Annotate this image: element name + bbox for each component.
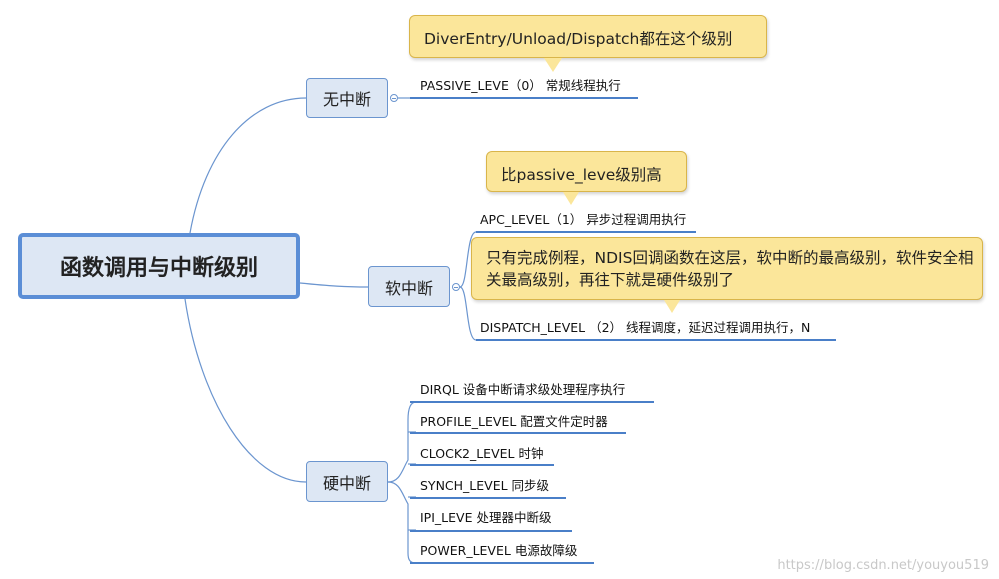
callout-text: DiverEntry/Unload/Dispatch都在这个级别 xyxy=(424,30,733,48)
item-label: POWER_LEVEL 电源故障级 xyxy=(420,543,578,558)
link-soft-item-1 xyxy=(459,231,477,288)
item-underline xyxy=(410,97,638,99)
item-label: DIRQL 设备中断请求级处理程序执行 xyxy=(420,382,626,397)
branch-hard-interrupt[interactable]: 硬中断 xyxy=(306,461,388,502)
branch-soft-interrupt[interactable]: 软中断 xyxy=(368,266,450,307)
item-underline xyxy=(476,339,836,341)
callout-tail xyxy=(563,192,579,205)
root-node[interactable]: 函数调用与中断级别 xyxy=(18,233,300,299)
item-apc-level[interactable]: APC_LEVEL（1） 异步过程调用执行 xyxy=(480,213,686,227)
branch-label: 无中断 xyxy=(322,90,371,109)
callout-apc-note: 比passive_leve级别高 xyxy=(486,151,687,205)
collapse-toggle-soft-interrupt[interactable] xyxy=(452,283,460,291)
item-power-level[interactable]: POWER_LEVEL 电源故障级 xyxy=(420,544,577,558)
item-ipi-leve[interactable]: IPI_LEVE 处理器中断级 xyxy=(420,511,551,525)
branch-label: 软中断 xyxy=(384,278,433,298)
item-synch-level[interactable]: SYNCH_LEVEL 同步级 xyxy=(420,479,549,493)
item-label: DISPATCH_LEVEL （2） 线程调度，延迟过程调用执行，N xyxy=(480,320,811,335)
link-root-hard-interrupt xyxy=(184,298,307,483)
link-hard-items-spine-down xyxy=(387,481,417,564)
item-dispatch-level[interactable]: DISPATCH_LEVEL （2） 线程调度，延迟过程调用执行，N xyxy=(480,321,810,335)
item-label: APC_LEVEL（1） 异步过程调用执行 xyxy=(480,212,687,227)
branch-no-interrupt[interactable]: 无中断 xyxy=(306,78,388,118)
link-root-soft-interrupt xyxy=(299,282,369,288)
item-clock2-level[interactable]: CLOCK2_LEVEL 时钟 xyxy=(420,447,543,461)
item-underline xyxy=(410,562,594,564)
callout-text: 比passive_leve级别高 xyxy=(501,166,662,184)
callout-tail xyxy=(664,300,680,313)
item-underline xyxy=(410,464,554,466)
callout-dispatch-note: 只有完成例程，NDIS回调函数在这层，软中断的最高级别，软件安全相关最高级别，再… xyxy=(471,237,983,313)
item-label: PASSIVE_LEVE（0） 常规线程执行 xyxy=(420,78,621,93)
item-underline xyxy=(476,231,696,233)
item-label: SYNCH_LEVEL 同步级 xyxy=(420,478,550,493)
item-underline xyxy=(410,530,572,532)
item-underline xyxy=(410,401,654,403)
callout-tail xyxy=(544,58,562,72)
item-profile-level[interactable]: PROFILE_LEVEL 配置文件定时器 xyxy=(420,415,608,429)
branch-label: 硬中断 xyxy=(322,473,371,493)
watermark: https://blog.csdn.net/youyou519 xyxy=(777,558,989,573)
link-root-no-interrupt xyxy=(189,97,307,234)
item-label: PROFILE_LEVEL 配置文件定时器 xyxy=(420,414,608,429)
item-passive-level[interactable]: PASSIVE_LEVE（0） 常规线程执行 xyxy=(420,79,621,93)
link-hard-items-spine xyxy=(387,401,417,483)
callout-passive-note: DiverEntry/Unload/Dispatch都在这个级别 xyxy=(409,15,767,72)
link-soft-item-2 xyxy=(459,286,477,341)
callout-text: 只有完成例程，NDIS回调函数在这层，软中断的最高级别，软件安全相关最高级别，再… xyxy=(486,249,974,289)
item-label: IPI_LEVE 处理器中断级 xyxy=(420,510,552,525)
item-underline xyxy=(410,432,626,434)
item-dirql[interactable]: DIRQL 设备中断请求级处理程序执行 xyxy=(420,383,625,397)
item-underline xyxy=(410,497,566,499)
collapse-toggle-no-interrupt[interactable] xyxy=(390,94,398,102)
item-label: CLOCK2_LEVEL 时钟 xyxy=(420,446,544,461)
root-label: 函数调用与中断级别 xyxy=(59,256,258,281)
